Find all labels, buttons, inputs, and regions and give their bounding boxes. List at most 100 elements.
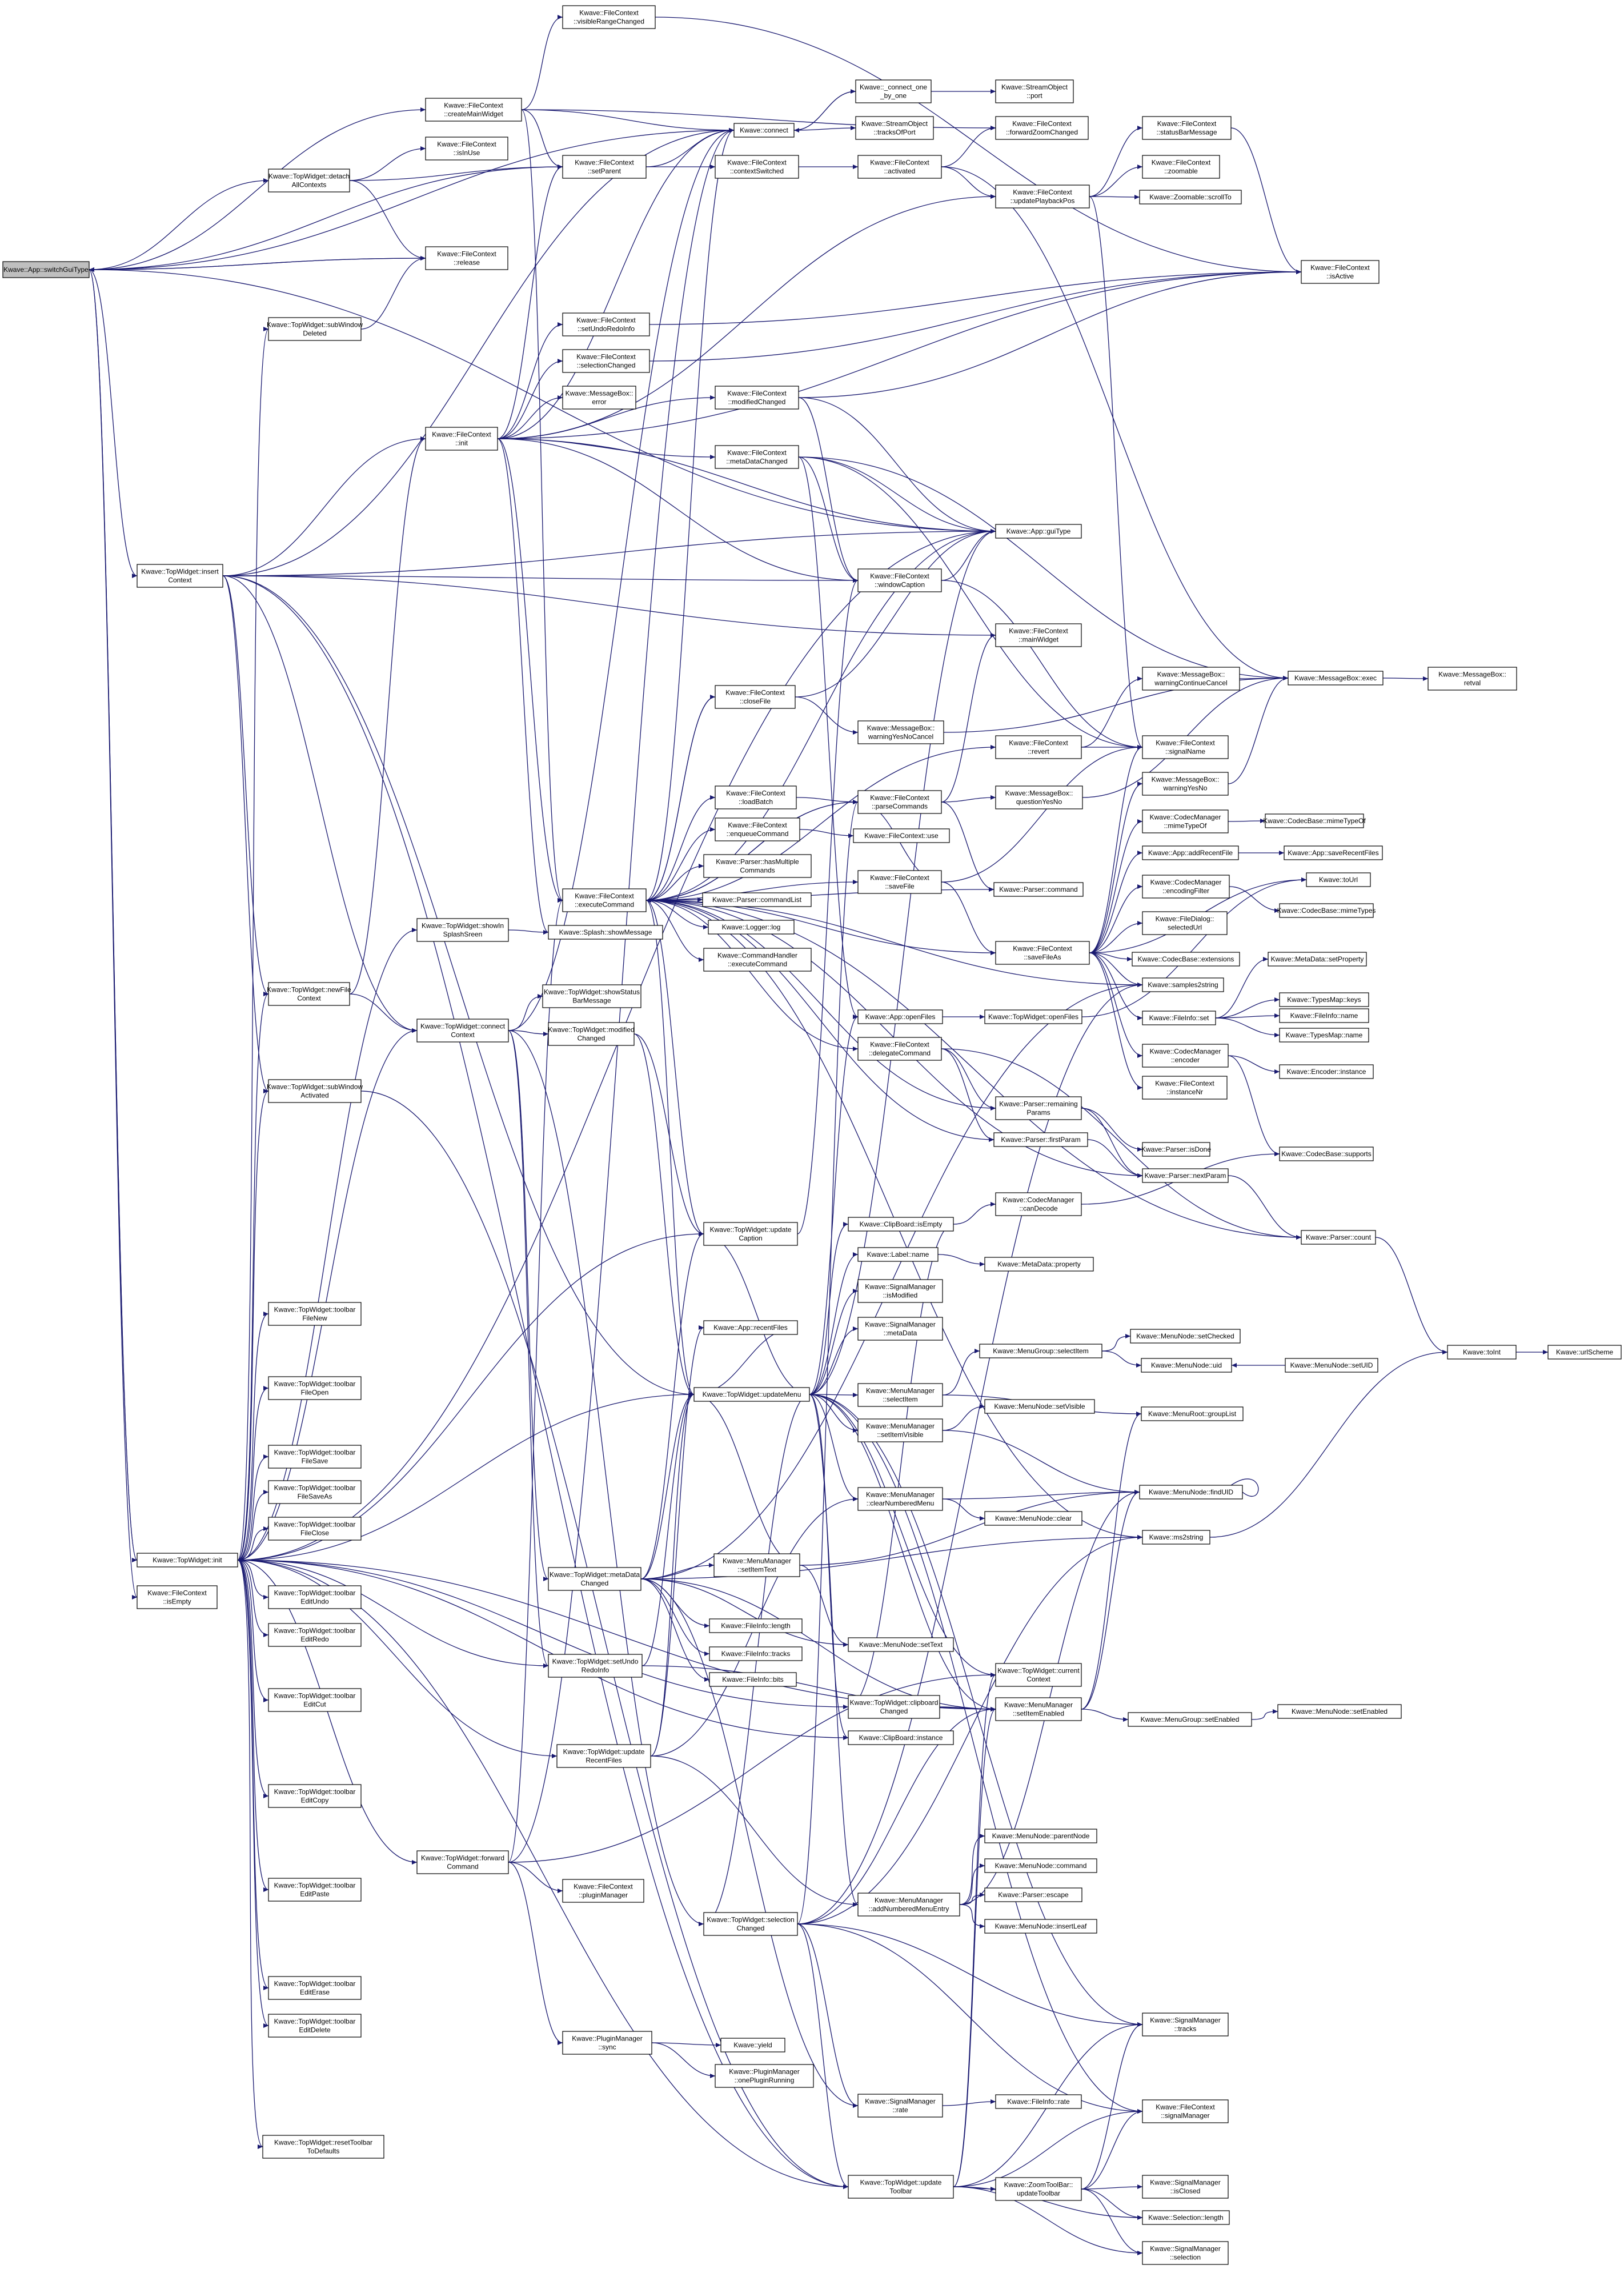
function-node[interactable]: Kwave::FileContext::pluginManager (562, 1879, 644, 1903)
function-node[interactable]: Kwave::MenuNode::uid (1141, 1358, 1232, 1373)
function-node[interactable]: Kwave::MenuNode::findUID (1139, 1485, 1243, 1500)
function-node[interactable]: Kwave::toUrl (1306, 872, 1371, 887)
function-node[interactable]: Kwave::SignalManager::tracks (1142, 2013, 1229, 2037)
function-node[interactable]: Kwave::FileContext::metaDataChanged (715, 445, 799, 469)
function-node[interactable]: Kwave::FileContext::signalName (1142, 735, 1229, 759)
function-node[interactable]: Kwave::FileContext::activated (857, 155, 942, 179)
function-node[interactable]: Kwave::MenuNode::setChecked (1130, 1329, 1241, 1344)
function-node[interactable]: Kwave::MenuNode::setUID (1285, 1358, 1378, 1373)
function-node[interactable]: Kwave::FileContext::isEmpty (137, 1585, 218, 1609)
function-node[interactable]: Kwave::_connect_one_by_one (855, 79, 932, 103)
function-node[interactable]: Kwave::Parser::nextParam (1142, 1168, 1229, 1183)
function-node[interactable]: Kwave::MessageBox::warningContinueCancel (1142, 667, 1240, 691)
function-node[interactable]: Kwave::MessageBox::warningYesNoCancel (857, 720, 944, 744)
function-node[interactable]: Kwave::MessageBox::questionYesNo (995, 785, 1083, 809)
function-node[interactable]: Kwave::FileContext::executeCommand (562, 888, 647, 912)
function-node[interactable]: Kwave::CodecManager::encodingFilter (1142, 875, 1230, 899)
function-node[interactable]: Kwave::Parser::commandList (702, 892, 812, 907)
function-node[interactable]: Kwave::FileContext::saveFileAs (995, 941, 1090, 965)
function-node[interactable]: Kwave::CodecManager::encoder (1142, 1044, 1229, 1068)
function-node[interactable]: Kwave::Selection::length (1142, 2210, 1230, 2225)
function-node[interactable]: Kwave::FileContext::windowCaption (857, 568, 942, 592)
function-node[interactable]: Kwave::App::guiType (995, 524, 1082, 539)
function-node[interactable]: Kwave::FileContext::closeFile (715, 685, 796, 709)
function-node[interactable]: Kwave::yield (720, 2038, 785, 2052)
function-node[interactable]: Kwave::FileContext::isInUse (425, 137, 508, 161)
function-node[interactable]: Kwave::ZoomToolBar::updateToolbar (995, 2177, 1082, 2201)
function-node[interactable]: Kwave::MenuNode::insertLeaf (984, 1919, 1097, 1934)
function-node[interactable]: Kwave::MessageBox::exec (1288, 671, 1384, 685)
function-node[interactable]: Kwave::SignalManager::isModified (857, 1279, 943, 1303)
function-node[interactable]: Kwave::TopWidget::metaDataChanged (548, 1567, 641, 1591)
function-node[interactable]: Kwave::FileContext::mainWidget (995, 623, 1082, 647)
function-node[interactable]: Kwave::TopWidget::modifiedChanged (548, 1022, 635, 1046)
function-node[interactable]: Kwave::App::addRecentFile (1142, 845, 1239, 860)
function-node[interactable]: Kwave::FileContext::enqueueCommand (715, 817, 800, 841)
function-node[interactable]: Kwave::TopWidget::selectionChanged (703, 1912, 798, 1936)
function-node[interactable]: Kwave::TypesMap::keys (1279, 992, 1369, 1007)
function-node[interactable]: Kwave::PluginManager::onePluginRunning (715, 2064, 814, 2088)
function-node[interactable]: Kwave::MetaData::property (984, 1257, 1094, 1272)
function-node[interactable]: Kwave::CodecBase::mimeTypeOf (1263, 813, 1366, 828)
function-node[interactable]: Kwave::FileInfo::rate (995, 2094, 1082, 2109)
function-node[interactable]: Kwave::FileContext::instanceNr (1142, 1076, 1228, 1100)
function-node[interactable]: Kwave::FileContext::parseCommands (857, 790, 942, 814)
function-node[interactable]: Kwave::SignalManager::isClosed (1142, 2175, 1229, 2199)
function-node[interactable]: Kwave::ClipBoard::isEmpty (848, 1217, 954, 1232)
function-node[interactable]: Kwave::ms2string (1142, 1530, 1210, 1545)
function-node[interactable]: Kwave::MenuGroup::setEnabled (1128, 1712, 1252, 1727)
function-node[interactable]: Kwave::Parser::count (1301, 1230, 1376, 1245)
function-node[interactable]: Kwave::CodecManager::canDecode (995, 1192, 1082, 1216)
function-node[interactable]: Kwave::Label::name (857, 1247, 939, 1262)
function-node[interactable]: Kwave::FileContext::contextSwitched (715, 155, 799, 179)
function-node[interactable]: Kwave::urlScheme (1547, 1345, 1622, 1360)
function-node[interactable]: Kwave::CommandHandler::executeCommand (703, 948, 812, 972)
function-node[interactable]: Kwave::TopWidget::setUndoRedoInfo (548, 1654, 643, 1678)
function-node[interactable]: Kwave::FileContext::loadBatch (715, 785, 797, 809)
function-node[interactable]: Kwave::SignalManager::selection (1142, 2241, 1229, 2265)
function-node[interactable]: Kwave::MenuNode::command (984, 1858, 1097, 1873)
function-node[interactable]: Kwave::FileContext::statusBarMessage (1142, 116, 1232, 140)
function-node[interactable]: Kwave::Parser::firstParam (993, 1132, 1088, 1147)
function-node[interactable]: Kwave::TopWidget::init (137, 1553, 238, 1568)
function-node[interactable]: Kwave::Splash::showMessage (548, 925, 663, 940)
function-node[interactable]: Kwave::FileContext::release (425, 246, 508, 270)
function-node[interactable]: Kwave::FileContext::delegateCommand (857, 1037, 942, 1061)
function-node[interactable]: Kwave::SignalManager::rate (857, 2094, 943, 2118)
function-node[interactable]: Kwave::MenuRoot::groupList (1141, 1406, 1244, 1421)
function-node[interactable]: Kwave::App::recentFiles (703, 1320, 798, 1335)
function-node[interactable]: Kwave::CodecManager::mimeTypeOf (1142, 809, 1229, 833)
function-node[interactable]: Kwave::FileContext::signalManager (1142, 2099, 1229, 2123)
function-node[interactable]: Kwave::Parser::escape (984, 1887, 1082, 1902)
function-node[interactable]: Kwave::FileContext::setParent (562, 155, 647, 179)
function-node[interactable]: Kwave::App::switchGuiType (2, 261, 90, 278)
function-node[interactable]: Kwave::FileContext::modifiedChanged (715, 386, 799, 410)
function-node[interactable]: Kwave::MenuGroup::selectItem (979, 1344, 1102, 1358)
function-node[interactable]: Kwave::FileInfo::set (1142, 1011, 1216, 1025)
function-node[interactable]: Kwave::connect (733, 123, 795, 138)
function-node[interactable]: Kwave::SignalManager::metaData (857, 1317, 943, 1341)
function-node[interactable]: Kwave::MenuNode::clear (984, 1511, 1082, 1526)
function-node[interactable]: Kwave::MenuManager::setItemText (713, 1553, 800, 1577)
function-node[interactable]: Kwave::MessageBox::error (562, 386, 636, 410)
function-node[interactable]: Kwave::CodecBase::supports (1279, 1146, 1374, 1161)
function-node[interactable]: Kwave::MenuManager::setItemVisible (857, 1418, 943, 1442)
function-node[interactable]: Kwave::Parser::isDone (1141, 1142, 1211, 1157)
function-node[interactable]: Kwave::MessageBox::warningYesNo (1142, 772, 1229, 796)
